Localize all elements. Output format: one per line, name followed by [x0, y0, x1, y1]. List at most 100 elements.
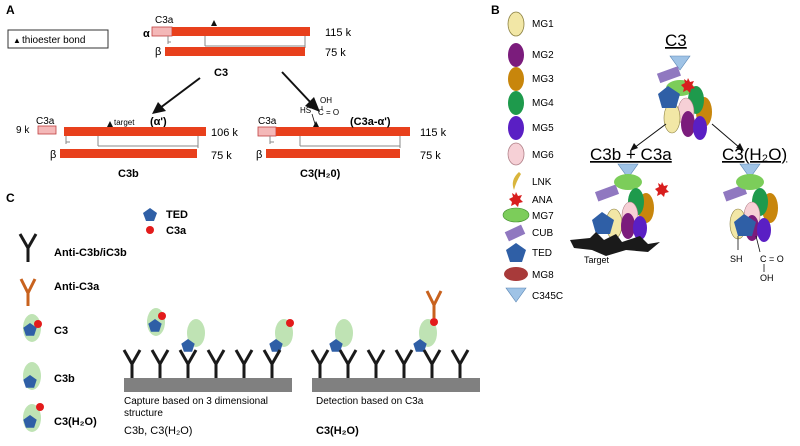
legend-cub: CUB [532, 228, 553, 239]
legend-mg5: MG5 [532, 123, 554, 134]
anti-c3b-label: Anti-C3b/iC3b [54, 247, 127, 259]
c3b-molecule [592, 163, 654, 240]
thioester-legend-box [7, 29, 109, 49]
c3-alpha-size: 115 k [325, 27, 352, 39]
thioester-legend-label: thioester bond [22, 35, 85, 46]
detection-surface [312, 378, 480, 392]
legend-mg8: MG8 [532, 270, 554, 281]
legend-ana: ANA [532, 195, 553, 206]
c3-beta-chain [165, 47, 305, 56]
c3h2o-beta-size: 75 k [420, 150, 441, 162]
legend-lnk: LNK [532, 177, 552, 188]
c3h2o-sh-label: SH [730, 254, 743, 264]
anti-c3a-antibody-icon [19, 277, 37, 308]
c3b-disulfide-bonds [65, 136, 199, 148]
c3b-target-label: target [114, 118, 135, 127]
arrow-c3-to-c3b [633, 123, 667, 149]
panel-label-c: C [6, 191, 15, 205]
capture-surface [124, 378, 292, 392]
c3a-legend-icon [146, 226, 154, 234]
c3h2o-legend-icon [23, 403, 44, 432]
legend-mg1: MG1 [532, 19, 554, 30]
c3h2o-co-label: C = O [318, 108, 339, 117]
lnk-icon [512, 172, 521, 190]
arrow-c3-to-c3h2o [711, 123, 741, 149]
arrow-head-c3b [152, 102, 166, 114]
c3b-c3a-title: C3b + C3a [590, 145, 672, 164]
capture-assay [122, 308, 294, 392]
c3b-alpha-chain [64, 127, 206, 136]
detection-result: C3(H₂O) [316, 425, 359, 437]
c3b-alpha-prime: (α') [150, 116, 167, 128]
c3-alpha-chain [172, 27, 310, 36]
legend-mg4: MG4 [532, 98, 554, 109]
c3h2o-oh-label: OH [320, 96, 332, 105]
cub-icon [504, 224, 526, 242]
legend-ted: TED [532, 248, 552, 259]
panel-label-b: B [491, 3, 500, 17]
c3b-c3a-label: C3a [36, 116, 55, 127]
arrow-head-b2 [736, 143, 744, 151]
c3h2o-molecule [722, 163, 778, 253]
c3h2o-beta-chain [266, 149, 400, 158]
c3-molecule [656, 55, 712, 140]
mg8-icon [504, 267, 528, 281]
mg1-icon [507, 11, 525, 37]
legend-mg6: MG6 [532, 150, 554, 161]
thioester-legend-glyph: ▲ [13, 36, 21, 45]
c3h2o-chain-label: (C3a-α') [350, 116, 391, 128]
ana-icon [509, 192, 523, 207]
c3b-legend-icon [23, 362, 41, 390]
mg6-icon [507, 142, 525, 166]
ted-legend-icon [143, 208, 157, 221]
c3b-c3a-fragment [37, 125, 57, 135]
c3h2o-label: C3(H₂0) [300, 168, 341, 180]
legend-mg3: MG3 [532, 74, 554, 85]
c3b-thioester-marker [107, 121, 113, 127]
c3h2o-chemistry-lines [311, 106, 323, 125]
domain-legend: MG1 MG2 MG3 MG4 MG5 MG6 LNK ANA MG7 CUB … [502, 11, 563, 303]
arrow-head-c3h2o [305, 97, 320, 112]
arrow-to-c3b [159, 77, 201, 109]
panel-label-a: A [6, 3, 15, 17]
c3h2o-disulfide-bonds [269, 136, 401, 148]
detection-assay [310, 289, 480, 392]
legend-mg2: MG2 [532, 50, 554, 61]
c3-disulfide-bonds [167, 36, 306, 48]
c3b-legend-label: C3b [54, 373, 75, 385]
c3-thioester-marker [211, 20, 217, 26]
c3-legend-label: C3 [54, 325, 68, 337]
detection-caption: Detection based on C3a [316, 396, 424, 407]
c3a-legend-label: C3a [166, 225, 187, 237]
c3b-alpha-size: 106 k [211, 127, 238, 139]
legend-c345c: C345C [532, 291, 563, 302]
c3-beta-size: 75 k [325, 47, 346, 59]
c3-label: C3 [214, 67, 228, 79]
capture-result: C3b, C3(H₂O) [124, 425, 192, 437]
mg4-icon [508, 91, 524, 115]
anti-c3a-label: Anti-C3a [54, 281, 100, 293]
c345c-icon [505, 287, 527, 303]
mg2-icon [508, 43, 524, 67]
c3-c3a-segment [151, 26, 173, 37]
c3b-beta-label: β [50, 149, 56, 161]
c3b-fragment-size: 9 k [16, 125, 30, 136]
target-label: Target [584, 255, 610, 265]
c3h2o-c3a-segment [257, 126, 277, 137]
c3h2o-c3a-label: C3a [258, 116, 277, 127]
c3-legend-icon [23, 314, 42, 342]
c3-structure-title: C3 [665, 31, 687, 50]
c3b-label: C3b [118, 168, 139, 180]
c3h2o-alpha-size: 115 k [420, 127, 447, 139]
c3h2o-oh-label-b: OH [760, 273, 774, 283]
anti-c3b-antibody-icon [18, 232, 38, 264]
ted-icon [506, 243, 526, 262]
c3h2o-hs-label: HS [300, 106, 311, 115]
mg3-icon [508, 67, 524, 91]
c3h2o-alpha-chain [276, 127, 410, 136]
c3-alpha-label: α [143, 28, 150, 40]
c3-c3a-label: C3a [155, 15, 174, 26]
mg5-icon [508, 116, 524, 140]
capture-caption-line2: structure [124, 408, 163, 419]
arrow-head-b1 [630, 143, 638, 151]
